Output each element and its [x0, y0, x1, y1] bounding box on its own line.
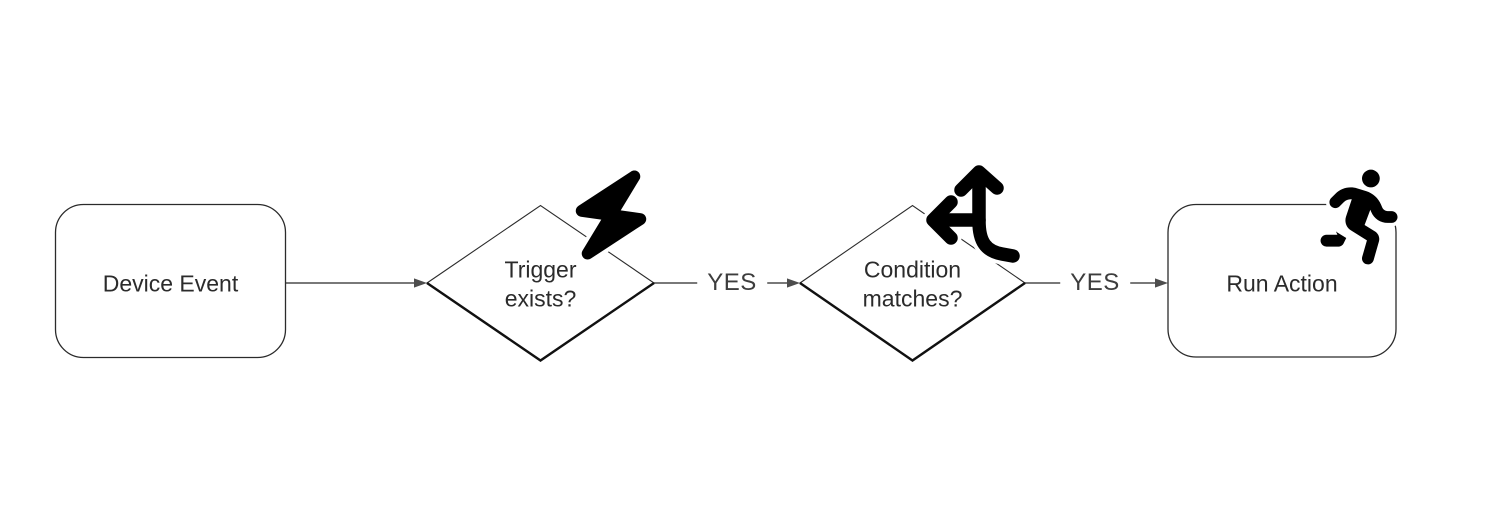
person-running-icon	[1317, 166, 1402, 268]
connector-device-to-trigger	[285, 278, 427, 288]
node-label-device-event: Device Event	[102, 270, 239, 297]
node-label-trigger-exists: Trigger exists?	[504, 256, 577, 311]
edge-label-yes-2: YES	[1060, 268, 1130, 298]
node-label-run-action: Run Action	[1226, 270, 1338, 297]
device-event-node	[54, 203, 287, 359]
edge-label-yes-1: YES	[697, 268, 767, 298]
node-label-condition-matches: Condition matches?	[862, 256, 963, 311]
lightning-bolt-icon	[571, 166, 651, 264]
condition-matches-node	[799, 204, 1026, 362]
split-arrows-icon	[922, 161, 1024, 267]
